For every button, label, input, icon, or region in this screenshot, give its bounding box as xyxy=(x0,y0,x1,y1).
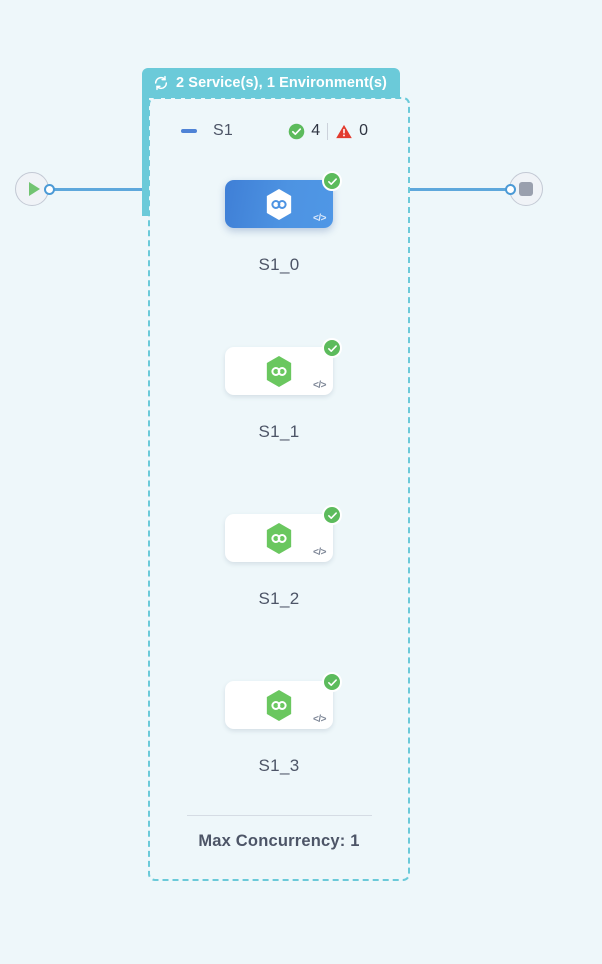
start-node[interactable] xyxy=(15,172,49,206)
code-icon[interactable]: </> xyxy=(313,714,326,725)
check-icon xyxy=(327,511,337,519)
group-header-tab[interactable]: 2 Service(s), 1 Environment(s) xyxy=(142,68,400,98)
service-node-s1-0[interactable]: </> xyxy=(225,171,342,228)
hexagon-infinity-icon xyxy=(266,522,292,554)
success-status: 4 xyxy=(288,122,320,140)
hexagon-infinity-icon xyxy=(266,355,292,387)
edge-start-to-group xyxy=(47,188,149,191)
error-status: 0 xyxy=(335,122,368,140)
check-circle-icon xyxy=(288,123,305,139)
code-icon[interactable]: </> xyxy=(313,547,326,558)
collapse-toggle-button[interactable] xyxy=(179,122,198,141)
hexagon-infinity-icon xyxy=(266,188,292,220)
service-node-s1-1[interactable]: </> xyxy=(225,338,342,395)
group-name-label: S1 xyxy=(213,122,233,139)
end-input-port[interactable] xyxy=(505,184,516,195)
code-icon[interactable]: </> xyxy=(313,380,326,391)
group-left-rail xyxy=(142,96,149,216)
minus-icon xyxy=(180,129,197,133)
start-output-port[interactable] xyxy=(44,184,55,195)
group-header-label: 2 Service(s), 1 Environment(s) xyxy=(176,75,387,91)
check-icon xyxy=(327,678,337,686)
hexagon-infinity-icon xyxy=(266,689,292,721)
success-count: 4 xyxy=(311,122,321,139)
group-title-row: S1 4 0 xyxy=(148,115,410,147)
error-count: 0 xyxy=(359,122,368,139)
edge-group-to-end xyxy=(408,188,512,191)
code-icon[interactable]: </> xyxy=(313,213,326,224)
sync-icon xyxy=(154,75,168,91)
service-node-label-s1-1: S1_1 xyxy=(258,422,300,441)
service-node-label-s1-3: S1_3 xyxy=(258,756,300,775)
service-node-s1-2[interactable]: </> xyxy=(225,505,342,562)
stop-icon xyxy=(519,182,533,196)
node-status-badge xyxy=(322,171,342,191)
max-concurrency-label: Max Concurrency: 1 xyxy=(198,832,360,850)
warning-triangle-icon xyxy=(336,124,352,138)
check-icon xyxy=(327,344,337,352)
service-node-label-s1-2: S1_2 xyxy=(258,589,300,608)
service-node-label-s1-0: S1_0 xyxy=(258,255,300,274)
node-status-badge xyxy=(322,505,342,525)
node-status-badge xyxy=(322,672,342,692)
status-divider xyxy=(327,122,329,140)
service-node-s1-3[interactable]: </> xyxy=(225,672,342,729)
group-status-counters: 4 0 xyxy=(288,122,368,140)
check-icon xyxy=(327,177,337,185)
service-group-container[interactable] xyxy=(148,97,410,881)
node-status-badge xyxy=(322,338,342,358)
play-icon xyxy=(28,182,40,196)
footer-divider xyxy=(187,815,372,816)
